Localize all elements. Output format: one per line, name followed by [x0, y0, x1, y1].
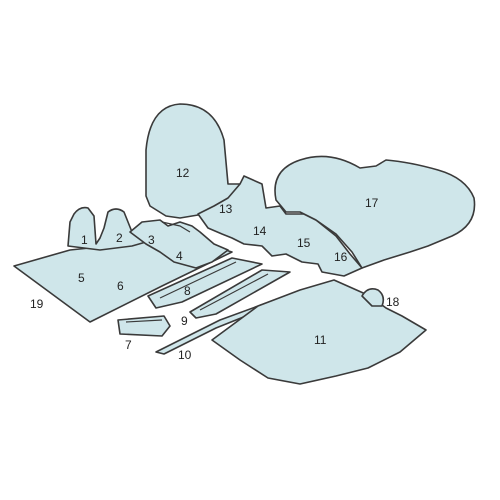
strip-9-edge: [199, 273, 269, 311]
part-7: [117, 315, 171, 337]
part-18: [361, 288, 385, 307]
part-7-edge: [125, 319, 163, 323]
strip-8-edge: [159, 261, 237, 299]
strip-8: [147, 257, 263, 309]
part-17: [274, 155, 476, 269]
part-1-2: [67, 206, 147, 251]
bracket-3: [161, 221, 191, 233]
strip-9: [189, 269, 291, 319]
central-panel: [197, 175, 363, 277]
